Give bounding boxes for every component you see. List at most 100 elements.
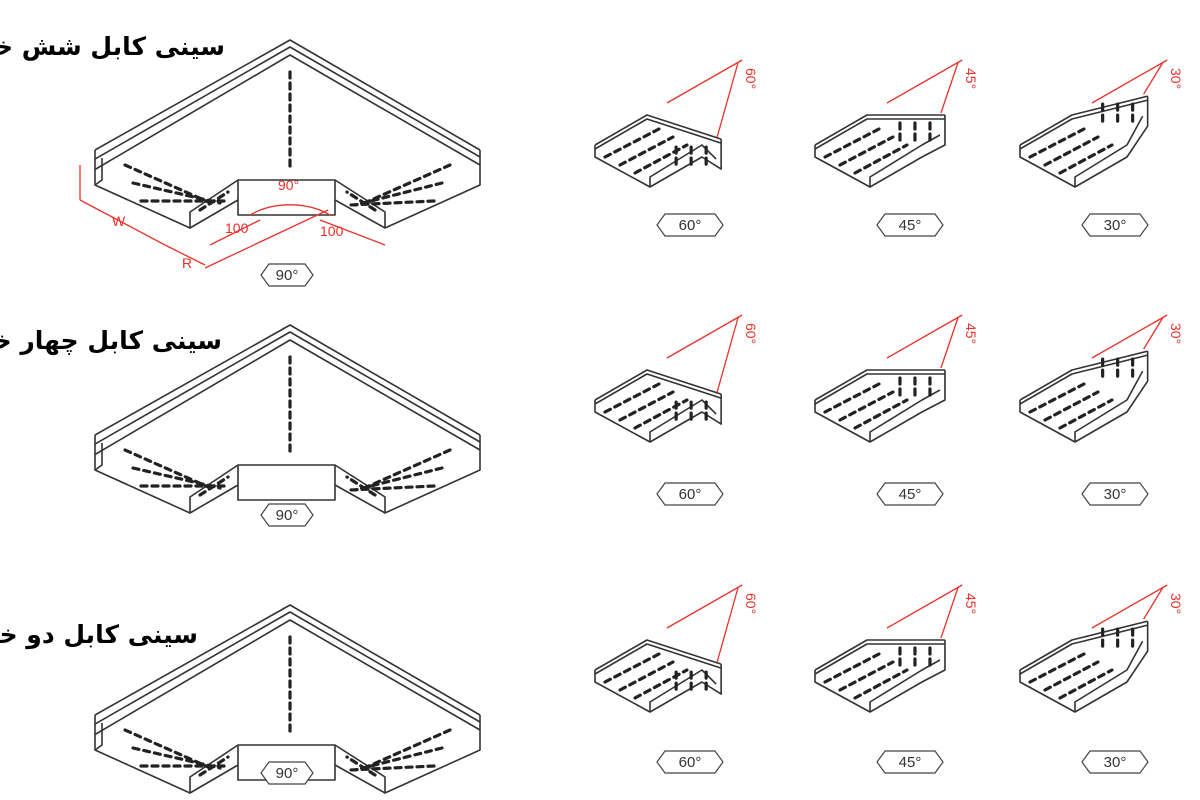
slot-holes <box>618 135 675 167</box>
slot-holes <box>603 127 661 159</box>
radius-label: R <box>182 255 192 271</box>
elbow-90-drawing <box>94 604 481 794</box>
tray-outline <box>94 150 481 229</box>
top-edge-inner <box>594 373 722 405</box>
center-plate <box>237 180 336 216</box>
inner-wall <box>1074 370 1144 442</box>
angle-badge: 45° <box>876 213 944 237</box>
slot-holes <box>823 652 881 684</box>
top-edge <box>594 639 722 671</box>
badge-frame <box>656 213 724 237</box>
top-edge <box>1019 350 1148 401</box>
inner-edge <box>189 764 239 794</box>
badge-frame <box>260 503 314 527</box>
center-plate <box>237 465 336 501</box>
bend-45-drawing: 45° <box>814 59 979 188</box>
reference-line <box>886 314 963 359</box>
tray-outline <box>1019 621 1149 713</box>
angle-badge: 30° <box>1081 213 1149 237</box>
width-label: W <box>112 213 126 229</box>
angle-arc <box>1143 61 1164 95</box>
angle-annotation: 30° <box>1091 59 1184 104</box>
slot-holes <box>618 660 675 692</box>
angle-arc <box>716 61 739 138</box>
angle-annotation-label: 60° <box>743 68 759 89</box>
badge-frame <box>876 482 944 506</box>
angle-annotation-label: 45° <box>963 323 979 344</box>
angle-dimension: 90° <box>278 177 299 193</box>
inner-edge <box>189 199 239 229</box>
angle-annotation: 60° <box>666 314 759 393</box>
tray-outline <box>594 139 722 188</box>
top-edge-inner <box>814 643 945 675</box>
top-rail-edge <box>94 604 481 716</box>
angle-annotation-label: 45° <box>963 68 979 89</box>
slot-holes <box>131 746 222 770</box>
angle-arc <box>940 586 959 639</box>
angle-arc <box>940 61 959 114</box>
reference-line <box>666 59 743 104</box>
top-edge <box>814 114 945 146</box>
badge-label: 90° <box>276 267 299 284</box>
slot-holes <box>1058 143 1114 175</box>
slot-holes <box>1028 652 1086 684</box>
top-edge-inner <box>814 118 945 150</box>
radius-dim-line <box>164 244 206 266</box>
reference-line <box>886 59 963 104</box>
top-edge <box>814 639 945 671</box>
inner-wall <box>1074 115 1144 187</box>
top-rail-edge <box>94 39 481 151</box>
bend-30-drawing: 30° <box>1019 59 1184 188</box>
top-rail-edge <box>94 54 481 171</box>
badge-label: 30° <box>1104 486 1127 503</box>
slot-holes <box>853 143 909 175</box>
slot-holes <box>823 127 881 159</box>
tray-outline <box>814 115 946 188</box>
badge-label: 60° <box>679 754 702 771</box>
badge-frame <box>656 482 724 506</box>
slot-holes <box>198 190 230 212</box>
slot-holes <box>838 660 895 692</box>
slot-holes <box>198 475 230 497</box>
angle-arc <box>1143 316 1164 350</box>
badge-label: 60° <box>679 217 702 234</box>
top-rail-edge <box>94 611 481 725</box>
slot-holes <box>1028 382 1086 414</box>
badge-label: 90° <box>276 507 299 524</box>
title-six-bend-tray: سینی کابل شش خم <box>0 32 225 61</box>
angle-arc <box>249 204 331 216</box>
top-edge <box>594 369 722 401</box>
slot-holes <box>1043 660 1100 692</box>
elbow-90-drawing <box>94 324 481 514</box>
angle-annotation-label: 30° <box>1168 323 1184 344</box>
side-flange <box>94 723 103 751</box>
angle-annotation: 30° <box>1091 584 1184 629</box>
row-3: 90°60°60°45°45°30°30° <box>94 584 1184 794</box>
slot-holes <box>131 181 222 205</box>
title-four-bend-tray: سینی کابل چهار خم <box>0 326 222 355</box>
top-edge-inner <box>1019 99 1148 150</box>
badge-frame <box>876 213 944 237</box>
bend-30-drawing: 30° <box>1019 314 1184 443</box>
slot-holes <box>1058 398 1114 430</box>
left-length-dim-line <box>209 219 261 246</box>
badge-frame <box>260 761 314 785</box>
tray-outline <box>814 640 946 713</box>
tray-outline <box>94 435 481 514</box>
angle-arc <box>1143 586 1164 620</box>
angle-badge: 30° <box>1081 482 1149 506</box>
slot-holes <box>1028 127 1086 159</box>
tray-outline <box>594 664 722 713</box>
bend-60-drawing: 60° <box>594 584 759 713</box>
slot-holes <box>131 466 222 490</box>
badge-label: 30° <box>1104 217 1127 234</box>
badge-label: 90° <box>276 765 299 782</box>
top-edge <box>1019 95 1148 146</box>
tray-outline <box>94 715 481 794</box>
angle-badge: 90° <box>260 761 314 785</box>
inner-wall <box>1074 640 1144 712</box>
badge-frame <box>1081 482 1149 506</box>
slot-holes <box>853 398 909 430</box>
angle-annotation-label: 60° <box>743 593 759 614</box>
